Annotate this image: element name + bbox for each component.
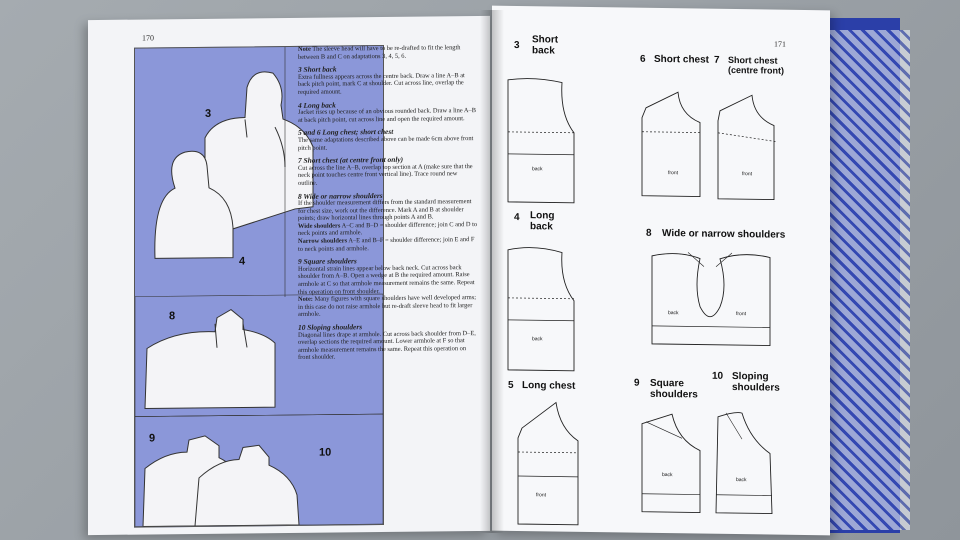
piece-label: back <box>532 166 543 173</box>
diagram-title-short-chest: Short chest <box>654 53 710 66</box>
left-page: 170 3 4 8 9 10 <box>88 15 490 536</box>
figure-label-3: 3 <box>205 107 212 120</box>
piece-label: back <box>736 477 747 484</box>
diagram-title-square-shoulders: Square shoulders <box>650 377 698 401</box>
note-paragraph: Note The sleeve head will have to be re-… <box>298 44 461 61</box>
diagram-number-8: 8 <box>646 227 652 239</box>
pattern-sloping-shoulders <box>715 412 773 515</box>
diagram-title-sloping-shoulders: Sloping shoulders <box>732 370 780 394</box>
diagram-number-4: 4 <box>514 211 520 224</box>
figure-label-10: 10 <box>319 446 332 459</box>
diagram-number-7: 7 <box>714 54 720 66</box>
diagram-title-long-chest: Long chest <box>522 380 576 392</box>
diagram-title-long-back: Long back <box>530 210 555 233</box>
figure-illustrations <box>135 47 383 527</box>
book-gutter <box>480 10 504 533</box>
left-page-number: 170 <box>142 33 154 43</box>
diagram-number-3: 3 <box>514 39 520 52</box>
section-body: Note: Many figures with square shoulders… <box>298 294 477 319</box>
section-body: Extra fullness appears across the centre… <box>298 71 465 96</box>
piece-label: front <box>536 492 547 499</box>
diagram-number-6: 6 <box>640 53 646 65</box>
section-body: The same adaptations described above can… <box>298 135 474 152</box>
piece-label: back <box>668 310 679 317</box>
diagram-title-short-back: Short back <box>532 34 559 57</box>
figure-label-8: 8 <box>169 310 176 323</box>
pattern-short-back <box>507 78 575 204</box>
section-body: If the shoulder measurement differs from… <box>298 198 472 223</box>
pattern-square-shoulders <box>641 413 701 514</box>
piece-label: front <box>742 171 753 178</box>
diagram-number-9: 9 <box>634 377 640 389</box>
figure-label-4: 4 <box>239 255 246 268</box>
piece-label: front <box>668 170 679 177</box>
piece-label: back <box>532 336 543 343</box>
section-body: Narrow shoulders A–E and B–F = shoulder … <box>298 236 475 253</box>
pattern-short-chest-centre-front <box>717 94 777 201</box>
section-body: Diagonal lines drape at armhole. Cut acr… <box>298 329 476 362</box>
figure-label-9: 9 <box>149 432 156 445</box>
diagram-number-10: 10 <box>712 370 724 382</box>
pattern-long-back <box>507 247 575 372</box>
right-page: 171 3 Short back back 4 Long back back 5… <box>492 5 830 536</box>
pattern-short-chest <box>641 91 701 198</box>
piece-label: back <box>662 472 673 479</box>
piece-label: front <box>736 311 747 318</box>
diagram-title-short-chest-centre-front: Short chest (centre front) <box>728 54 784 76</box>
section-body: Cut across the line A–B, overlap top sec… <box>298 162 473 187</box>
right-page-number: 171 <box>774 39 786 49</box>
diagram-title-wide-narrow-shoulders: Wide or narrow shoulders <box>662 228 786 241</box>
pattern-wide-narrow-shoulders <box>651 252 771 346</box>
instruction-text: Note The sleeve head will have to be re-… <box>298 44 478 362</box>
cover-pattern <box>830 30 910 530</box>
pattern-long-chest <box>517 401 579 526</box>
illustration-panel: 3 4 8 9 10 <box>134 45 384 528</box>
diagram-number-5: 5 <box>508 379 514 391</box>
section-body: Jacket rises up because of an obvious ro… <box>298 107 476 124</box>
section-body: Horizontal strain lines appear below bac… <box>298 264 475 296</box>
